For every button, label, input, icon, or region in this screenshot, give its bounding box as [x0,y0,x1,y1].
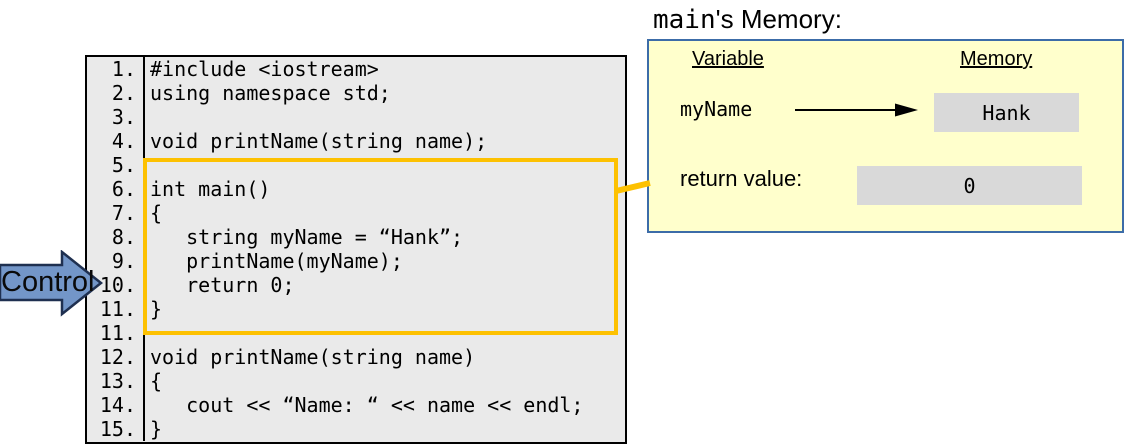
code-text [145,105,150,129]
code-line: 4.void printName(string name); [87,129,625,153]
code-text: return 0; [150,273,295,297]
memory-value-cell: Hank [934,93,1079,132]
code-text [145,321,150,345]
line-number: 5. [87,153,145,177]
line-number: 2. [87,81,145,105]
code-text: void printName(string name); [150,129,488,153]
code-line: 13.{ [87,369,625,393]
control-arrow-icon [0,250,104,317]
line-number: 4. [87,129,145,153]
code-text: int main() [150,177,271,201]
line-number: 15. [87,417,145,441]
memory-panel-title: main's Memory: [653,4,842,35]
return-value-cell: 0 [857,166,1082,205]
control-arrow-label: Control [1,266,95,298]
code-line: 5. [87,153,625,177]
code-line: 10. return 0; [87,273,625,297]
code-line: 11.} [87,297,625,321]
code-text: { [150,369,163,393]
code-line: 1.#include <iostream> [87,57,625,81]
code-text: printName(myName); [150,249,403,273]
code-text: } [150,417,163,441]
code-line: 7.{ [87,201,625,225]
code-line: 12.void printName(string name) [87,345,625,369]
return-value-label: return value: [680,166,803,191]
code-line: 8. string myName = “Hank”; [87,225,625,249]
line-number: 7. [87,201,145,225]
code-line: 3. [87,105,625,129]
code-panel: 1.#include <iostream>2.using namespace s… [85,55,627,444]
code-line: 15.} [87,417,625,441]
line-number: 12. [87,345,145,369]
code-lines: 1.#include <iostream>2.using namespace s… [87,57,625,441]
line-number: 14. [87,393,145,417]
column-header-variable: Variable [692,48,764,70]
line-number: 6. [87,177,145,201]
line-number: 3. [87,105,145,129]
line-number: 1. [87,57,145,81]
code-line: 6.int main() [87,177,625,201]
line-number: 13. [87,369,145,393]
code-text: cout << “Name: “ << name << endl; [150,393,584,417]
code-text: #include <iostream> [150,57,379,81]
column-header-memory: Memory [960,48,1033,70]
variable-name-label: myName [680,97,753,121]
code-line: 14. cout << “Name: “ << name << endl; [87,393,625,417]
code-text: void printName(string name) [150,345,476,369]
code-text [145,153,150,177]
code-text: { [150,201,163,225]
code-text: string myName = “Hank”; [150,225,464,249]
code-line: 9. printName(myName); [87,249,625,273]
code-text: } [150,297,163,321]
code-text: using namespace std; [150,81,391,105]
memory-panel: Variable Memory myName Hank return value… [647,39,1124,233]
memory-title-rest: 's Memory: [715,4,842,34]
code-line: 2.using namespace std; [87,81,625,105]
line-number: 11. [87,321,145,345]
memory-title-main: main [653,5,716,35]
code-line: 11. [87,321,625,345]
line-number: 8. [87,225,145,249]
